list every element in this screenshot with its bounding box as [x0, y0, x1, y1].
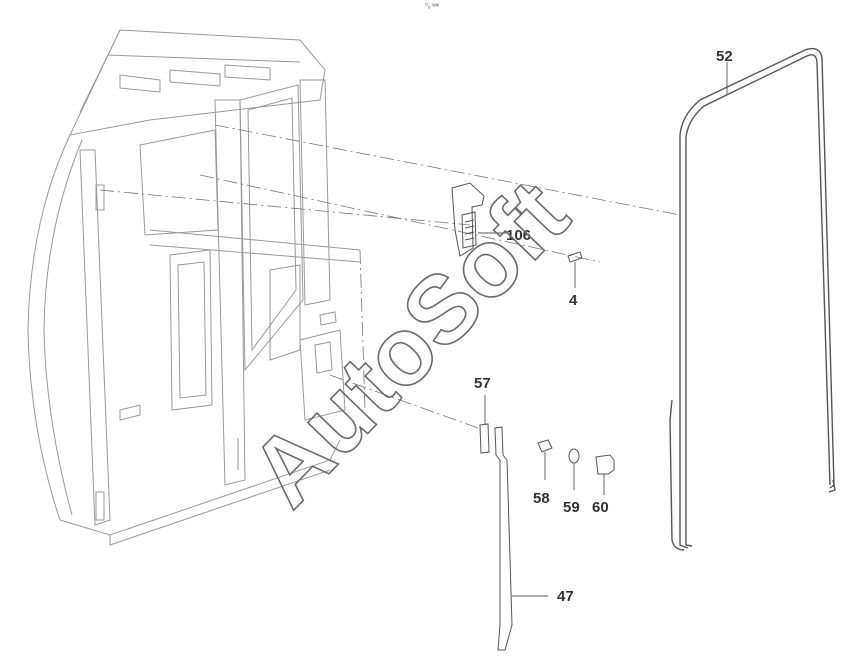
part-60-bolt	[595, 454, 615, 495]
header-mark: ⁰ₒ ʷʷ	[425, 2, 440, 10]
callout-47: 47	[557, 588, 574, 605]
callout-52: 52	[716, 48, 733, 65]
callout-58: 58	[533, 490, 550, 507]
part-52-seal-frame	[669, 47, 836, 551]
watermark-text: AutoSoft	[230, 161, 588, 527]
part-47-rod	[494, 426, 548, 651]
part-4-pin	[567, 251, 583, 288]
part-106-latch	[451, 182, 506, 257]
callout-57: 57	[474, 375, 491, 392]
part-57-plate	[479, 395, 490, 454]
callout-59: 59	[563, 499, 580, 516]
part-58-nut	[537, 439, 553, 480]
callout-labels: 52 106 4 57 58 59 60 47	[474, 48, 733, 605]
callout-106: 106	[506, 227, 531, 244]
cab-frame	[27, 29, 361, 546]
projection-lines	[99, 124, 681, 429]
callout-4: 4	[569, 292, 578, 309]
part-59-washer	[568, 448, 580, 490]
callout-60: 60	[592, 499, 609, 516]
